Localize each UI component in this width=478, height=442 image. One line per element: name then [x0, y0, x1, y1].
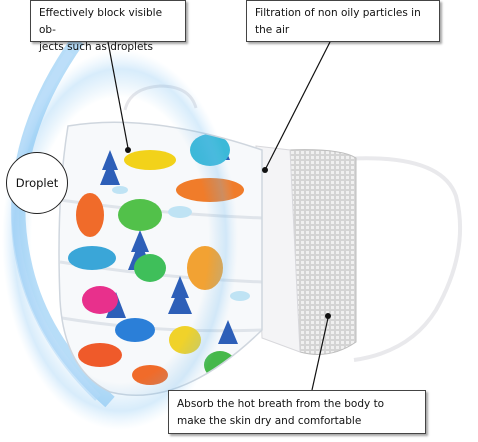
droplet-label: Droplet: [15, 176, 59, 190]
pointer-line-top-left: [107, 41, 129, 149]
mesh-filter-panel: [287, 149, 357, 355]
callout-filtration: Filtration of non oily particles in the …: [246, 0, 440, 42]
callout-block-droplets: Effectively block visible ob- jects such…: [30, 0, 186, 53]
callout-line: the air: [255, 24, 290, 36]
droplet-bubble: Droplet: [6, 152, 68, 214]
callout-line: Filtration of non oily particles in: [255, 7, 421, 19]
callout-absorb-breath: Absorb the hot breath from the body to m…: [168, 390, 426, 434]
callout-line: jects such as droplets: [39, 41, 154, 53]
callout-line: make the skin dry and comfortable: [177, 415, 362, 427]
callout-line: Effectively block visible ob-: [39, 7, 163, 36]
pointer-line-bottom: [311, 317, 329, 391]
callout-line: Absorb the hot breath from the body to: [177, 398, 385, 410]
pointer-line-top-right: [265, 41, 331, 169]
ear-loop-right: [329, 156, 463, 362]
